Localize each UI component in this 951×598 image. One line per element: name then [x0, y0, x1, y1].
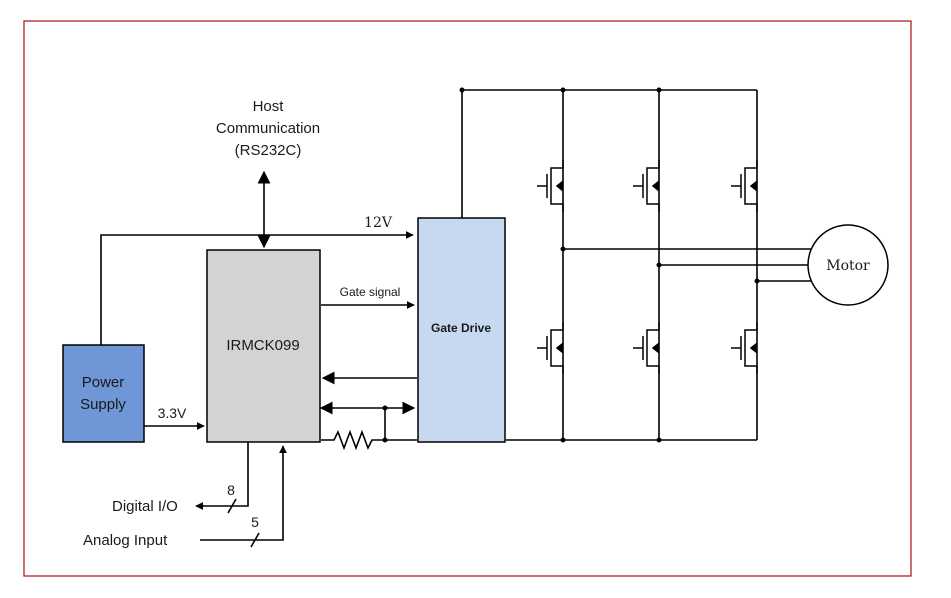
mosfet-high-3: [731, 160, 758, 212]
label-12v: 12V: [364, 215, 393, 231]
power-supply-label-1: Power: [82, 374, 125, 391]
motor-label: Motor: [826, 258, 870, 274]
mosfet-array: [537, 160, 758, 374]
power-supply-block: [62, 344, 145, 443]
gate-drive-label: Gate Drive: [431, 321, 491, 335]
label-analog-input: Analog Input: [83, 532, 168, 549]
wire-digital-io: [195, 440, 249, 510]
power-supply-label-2: Supply: [80, 396, 126, 413]
label-analog-input-bits: 5: [251, 514, 259, 530]
junction-dots: [382, 87, 760, 443]
host-label-3: (RS232C): [235, 142, 302, 159]
host-label-2: Communication: [216, 120, 320, 137]
controller-block: [206, 249, 321, 443]
gate-drive-block: [417, 217, 506, 443]
motor-symbol: [807, 224, 889, 306]
host-label-1: Host: [253, 98, 285, 115]
mosfet-low-3: [731, 322, 758, 374]
label-digital-io-bits: 8: [227, 482, 235, 498]
mosfet-high-1: [537, 160, 564, 212]
wire-current-sense: [321, 429, 417, 451]
mosfet-high-2: [633, 160, 660, 212]
label-gate-signal: Gate signal: [340, 285, 401, 299]
wire-analog-input: [200, 445, 287, 541]
mosfet-low-1: [537, 322, 564, 374]
controller-label: IRMCK099: [226, 337, 299, 354]
label-digital-io: Digital I/O: [112, 498, 178, 515]
wire-12v: [100, 231, 414, 345]
label-3v3: 3.3V: [158, 405, 187, 421]
mosfet-low-2: [633, 322, 660, 374]
